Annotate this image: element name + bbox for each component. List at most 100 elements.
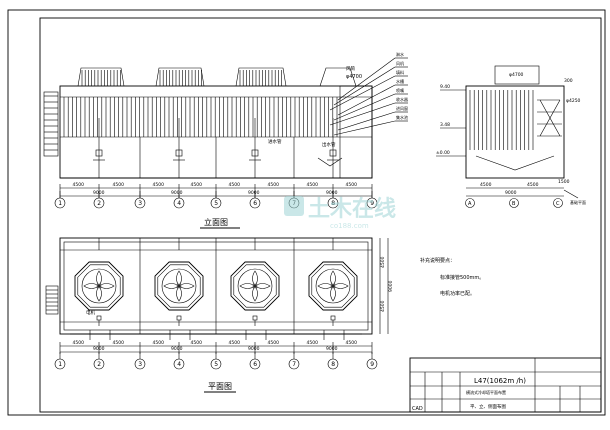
elev-dim-top-7: 4500 (307, 182, 319, 188)
elev-dim-top-6: 4500 (268, 182, 280, 188)
plan-dim-bottom-3: 9000 (248, 346, 260, 352)
side-fan-stack (494, 65, 540, 85)
axis-bubble-7 (288, 358, 300, 370)
plan-fan-2 (154, 261, 204, 326)
outlet-pipe-label: 出水管 (322, 141, 336, 148)
axis-number-9: 9 (370, 200, 374, 207)
level-markers: 9.40 3.48 ±0.00 (436, 84, 466, 157)
side-louvres (469, 90, 534, 150)
callout-label-6: 收水器 (396, 96, 408, 102)
axis-number-7: 7 (292, 361, 296, 368)
axis-number-6: 6 (253, 361, 257, 368)
plan-view: 电机 4500 4500 9000 4500 4500 4500 4500 4500 45… (45, 237, 394, 393)
plan-motor-label: 电机 (86, 309, 95, 316)
fan-stacks (77, 67, 357, 87)
fan-stack-3 (235, 67, 287, 87)
side-base-label: 基础平面 (570, 199, 586, 205)
axis-number-1: 1 (58, 361, 62, 368)
fan-stack-1 (77, 67, 125, 87)
axis-bubble-8 (327, 358, 339, 370)
svg-text:B: B (512, 201, 516, 207)
collecting-basin (317, 157, 343, 167)
svg-text:4500: 4500 (380, 256, 386, 268)
axis-bubble-6 (249, 197, 261, 209)
axis-bubble-2 (93, 358, 105, 370)
side-stair (537, 99, 562, 137)
fill-louvres (63, 97, 338, 137)
title-block: L47(1062m /h) 横流式冷却塔平面布置 平、立、侧面布图 CAD (409, 357, 602, 413)
plan-dim-top-8: 4500 (346, 340, 358, 346)
svg-text:4500: 4500 (380, 300, 386, 312)
svg-text:9.40: 9.40 (440, 84, 450, 90)
plan-stair-rungs (46, 289, 58, 311)
inner-border (39, 17, 602, 413)
callout-label-1: 淋水 (396, 51, 404, 57)
svg-text:C: C (556, 201, 560, 207)
axis-bubble-9 (366, 358, 378, 370)
plan-dim-top-4: 4500 (191, 340, 203, 346)
axis-number-3: 3 (138, 200, 142, 207)
axis-bubble-9 (366, 197, 378, 209)
elev-dim-top-5: 4500 (229, 182, 241, 188)
svg-text:3.48: 3.48 (440, 122, 450, 128)
elev-dim-bottom-3: 9000 (248, 190, 260, 196)
inlet-pipe-label: 进水管 (268, 138, 282, 145)
elev-dim-bottom-2: 9000 (171, 190, 183, 196)
axis-bubble-5 (210, 358, 222, 370)
axis-bubble-2 (93, 197, 105, 209)
elevation-title: 立面图 (204, 217, 228, 227)
axis-bubble-3 (134, 197, 146, 209)
title-model: L47(1062m /h) (474, 377, 526, 385)
plan-fan-3 (230, 261, 280, 326)
axis-number-2: 2 (97, 361, 101, 368)
callout-label-5: 喷嘴 (396, 87, 404, 93)
axis-bubble-3 (134, 358, 146, 370)
sheet-border (7, 9, 606, 416)
axis-bubble-1 (54, 197, 66, 209)
elev-dim-bottom-4: 9000 (326, 190, 338, 196)
plan-fan-1 (74, 261, 124, 326)
elev-dim-top-8: 4500 (346, 182, 358, 188)
svg-text:4500: 4500 (527, 182, 539, 188)
axis-bubble-6 (249, 358, 261, 370)
plan-dim-top-5: 4500 (229, 340, 241, 346)
watermark-url: co188.com (330, 222, 369, 230)
axis-bubble-4 (173, 358, 185, 370)
plan-fans (74, 238, 358, 326)
side-dim-1500: 1500 (558, 179, 570, 185)
stair-ladder (43, 91, 59, 157)
title-logo: CAD (412, 406, 423, 412)
callout-label-7: 进风窗 (396, 105, 408, 111)
plan-title: 平面图 (208, 382, 232, 391)
axis-number-6: 6 (253, 200, 257, 207)
axis-bubble-4 (173, 197, 185, 209)
axis-bubble-5 (210, 197, 222, 209)
top-dia-label: φ4700 (346, 74, 362, 80)
elev-dim-top-3: 4500 (153, 182, 165, 188)
svg-text:4500: 4500 (480, 182, 492, 188)
side-dim-300: 300 (564, 78, 573, 84)
axis-number-8: 8 (331, 200, 335, 207)
notes-block: 补充说明要点： 标准接管500mm。 电机功率已配。 (420, 257, 484, 297)
svg-text:±0.00: ±0.00 (436, 150, 450, 156)
side-dim-phi: φ4250 (566, 98, 581, 104)
plan-dim-top-6: 4500 (268, 340, 280, 346)
svg-text:A: A (468, 201, 472, 207)
axis-number-4: 4 (177, 361, 181, 368)
fan-stack-2 (155, 67, 205, 87)
watermark: 土木在线 co188.com (284, 196, 396, 230)
side-body (465, 85, 565, 179)
axis-number-9: 9 (370, 361, 374, 368)
plan-dim-top-1: 4500 (73, 340, 85, 346)
title-drawing: 平、立、侧面布图 (470, 403, 506, 410)
elev-dim-top-2: 4500 (113, 182, 125, 188)
callout-label-2: 风机 (396, 60, 404, 66)
axis-number-3: 3 (138, 361, 142, 368)
plan-dim-top-7: 4500 (307, 340, 319, 346)
notes-line-2: 电机功率已配。 (440, 290, 475, 297)
axis-bubble-1 (54, 358, 66, 370)
plan-pipes (70, 330, 362, 340)
svg-text:9000: 9000 (388, 280, 394, 292)
